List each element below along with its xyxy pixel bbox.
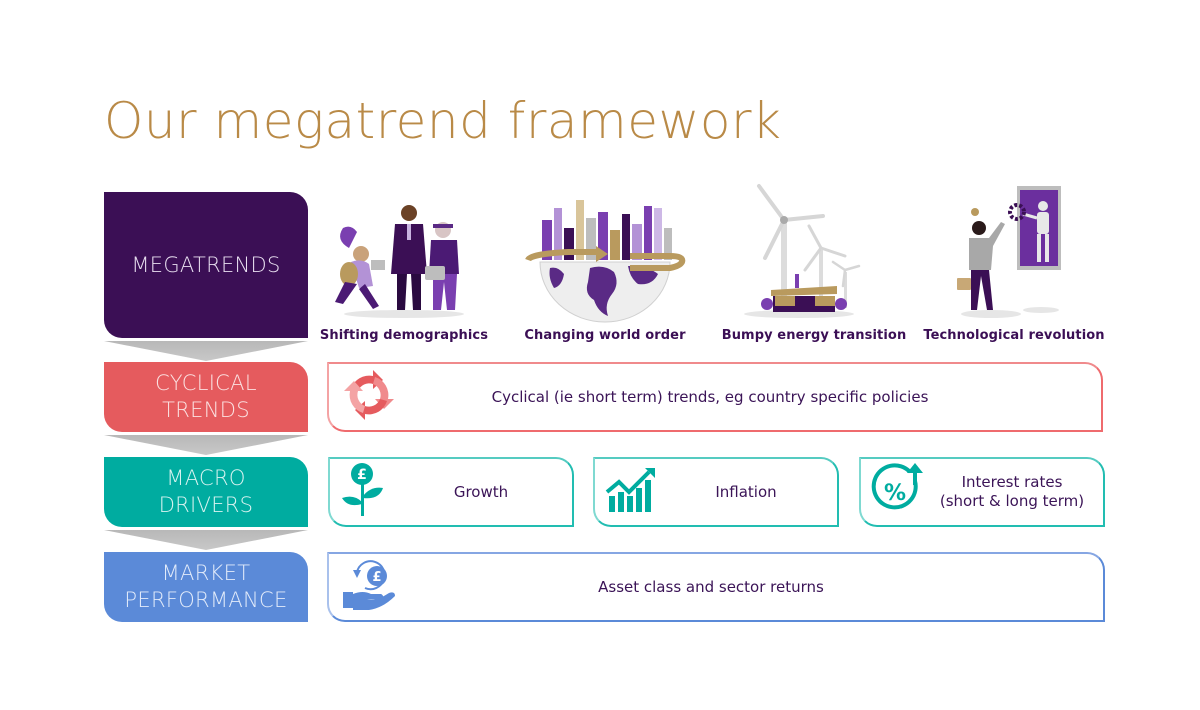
megatrends-label-text: MEGATRENDS	[131, 252, 281, 277]
cyclical-label-line2: TRENDS	[162, 398, 250, 422]
svg-text:£: £	[372, 570, 381, 585]
macro-drivers-label: MACRO DRIVERS	[104, 457, 308, 527]
market-label-line2: PERFORMANCE	[124, 588, 288, 612]
people-group-illustration	[335, 205, 464, 318]
rising-chart-icon	[605, 466, 657, 518]
cyclical-trends-text: Cyclical (ie short term) trends, eg coun…	[491, 387, 929, 406]
globe-city-illustration	[525, 200, 686, 323]
market-performance-label: MARKET PERFORMANCE	[104, 552, 308, 622]
hand-pound-icon: £	[339, 558, 401, 616]
down-chevron-arrow	[104, 530, 308, 550]
megatrend-bumpy-energy-transition: Bumpy energy transition	[719, 178, 909, 343]
megatrends-label: MEGATRENDS	[104, 192, 308, 338]
market-label-line1: MARKET	[161, 561, 251, 585]
market-performance-panel: £ Asset class and sector returns	[327, 552, 1105, 622]
macro-growth-panel: £ Growth	[328, 457, 574, 527]
percent-arrow-icon: %	[871, 463, 929, 521]
interest-rates-line2: (short & long term)	[939, 492, 1085, 510]
megatrend-technological-revolution: Technological revolution	[919, 178, 1109, 343]
megatrend-shifting-demographics: Shifting demographics	[309, 178, 499, 343]
market-performance-text: Asset class and sector returns	[598, 577, 824, 596]
cycle-arrows-icon	[339, 365, 399, 429]
megatrend-caption: Changing world order	[524, 328, 686, 343]
svg-text:£: £	[357, 467, 367, 483]
macro-label-line1: MACRO	[166, 466, 246, 490]
macro-interest-rates-text: Interest rates (short & long term)	[861, 473, 1103, 511]
down-chevron-arrow	[104, 435, 308, 455]
megatrend-caption: Shifting demographics	[319, 328, 489, 343]
down-chevron-arrow	[104, 341, 308, 361]
cyclical-label-line1: CYCLICAL	[155, 371, 257, 395]
robot-interaction-illustration	[957, 186, 1061, 318]
svg-text:%: %	[884, 481, 906, 506]
page-title: Our megatrend framework	[104, 92, 782, 150]
interest-rates-line1: Interest rates	[961, 473, 1063, 491]
megatrend-caption: Bumpy energy transition	[721, 328, 907, 343]
macro-interest-rates-panel: % Interest rates (short & long term)	[859, 457, 1105, 527]
macro-inflation-panel: Inflation	[593, 457, 839, 527]
macro-label-line2: DRIVERS	[158, 493, 254, 517]
macro-growth-text: Growth	[453, 482, 509, 501]
cyclical-trends-label: CYCLICAL TRENDS	[104, 362, 308, 432]
wind-turbines-illustration	[744, 184, 861, 318]
megatrend-caption: Technological revolution	[923, 328, 1105, 343]
pound-plant-icon: £	[340, 462, 386, 522]
cyclical-trends-panel: Cyclical (ie short term) trends, eg coun…	[327, 362, 1103, 432]
macro-inflation-text: Inflation	[715, 482, 777, 501]
megatrend-changing-world-order: Changing world order	[510, 178, 700, 343]
